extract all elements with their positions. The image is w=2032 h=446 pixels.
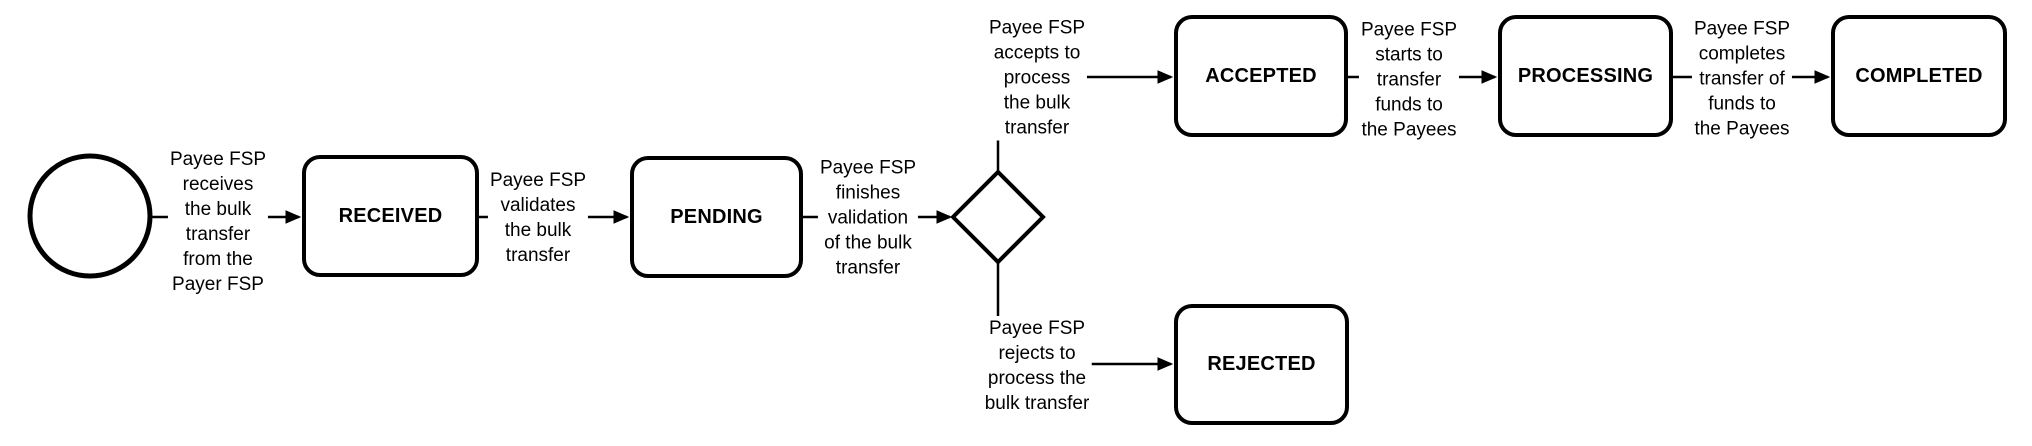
state-completed-label: COMPLETED <box>1855 64 1983 87</box>
state-received: RECEIVED <box>302 155 479 277</box>
start-state-circle <box>27 153 153 279</box>
edge-label-start-to-received: Payee FSP receives the bulk transfer fro… <box>167 147 269 297</box>
edge-label-received-to-pending: Payee FSP validates the bulk transfer <box>487 168 589 268</box>
state-completed: COMPLETED <box>1831 15 2007 137</box>
state-rejected-label: REJECTED <box>1207 353 1316 375</box>
edge-label-decision-to-accepted: Payee FSP accepts to process the bulk tr… <box>986 15 1088 141</box>
edge-label-decision-to-rejected: Payee FSP rejects to process the bulk tr… <box>982 316 1092 416</box>
state-pending-label: PENDING <box>670 205 763 228</box>
state-rejected: REJECTED <box>1174 304 1349 425</box>
edge-label-processing-to-completed: Payee FSP completes transfer of funds to… <box>1691 16 1793 142</box>
state-accepted-label: ACCEPTED <box>1205 64 1317 87</box>
state-accepted: ACCEPTED <box>1174 15 1348 137</box>
edge-label-pending-to-decision: Payee FSP finishes validation of the bul… <box>817 155 919 281</box>
decision-diamond <box>950 169 1046 265</box>
state-pending: PENDING <box>630 156 803 278</box>
edge-label-accepted-to-processing: Payee FSP starts to transfer funds to th… <box>1358 17 1460 143</box>
state-processing: PROCESSING <box>1498 15 1673 137</box>
state-received-label: RECEIVED <box>338 204 443 227</box>
state-processing-label: PROCESSING <box>1517 64 1654 87</box>
